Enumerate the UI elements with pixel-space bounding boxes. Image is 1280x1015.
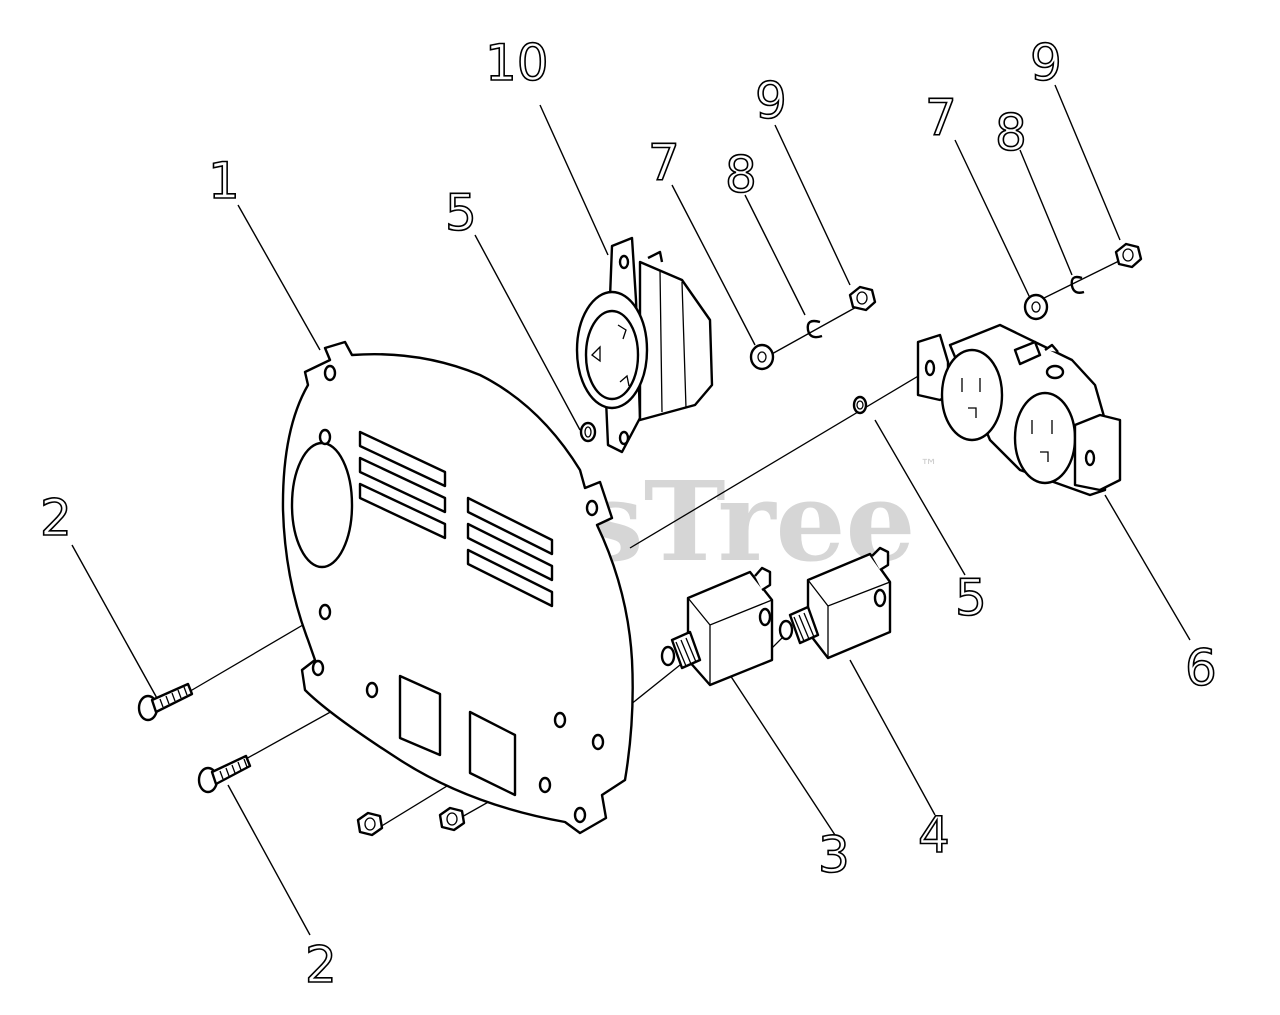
plate-hole bbox=[318, 428, 332, 446]
plate-hole bbox=[585, 499, 599, 517]
leader-3 bbox=[729, 674, 836, 836]
leader-lines bbox=[71, 84, 1191, 936]
axis-twistlock-hw bbox=[769, 304, 861, 356]
plate-hole bbox=[323, 364, 337, 382]
flat-washer-7a bbox=[749, 343, 775, 371]
callout-2: 2 bbox=[40, 489, 72, 547]
plate-hole bbox=[591, 733, 605, 751]
clip-8b bbox=[1070, 275, 1085, 294]
vent-slots-left bbox=[358, 430, 447, 540]
duplex-outlet bbox=[916, 323, 1122, 497]
screw-lower bbox=[197, 754, 252, 794]
lock-washer-5a bbox=[579, 421, 597, 443]
axis-breaker-3 bbox=[629, 664, 681, 706]
leader-7a bbox=[671, 184, 756, 346]
plate-hole bbox=[311, 659, 325, 677]
callout-8: 8 bbox=[995, 104, 1027, 162]
leader-10 bbox=[539, 104, 609, 256]
callout-3: 3 bbox=[818, 826, 850, 884]
leader-7b bbox=[954, 139, 1031, 299]
watermark-trademark: ™ bbox=[920, 456, 938, 477]
plate-hole bbox=[365, 681, 379, 699]
axis-duplex-hw bbox=[1039, 257, 1126, 301]
clip-8a bbox=[806, 319, 823, 339]
lock-washer-5b bbox=[852, 395, 868, 415]
leader-1 bbox=[237, 204, 321, 351]
vent-slots-right bbox=[466, 496, 554, 608]
hex-nut-9b bbox=[1114, 242, 1143, 269]
leader-5b bbox=[874, 419, 966, 576]
screw-upper bbox=[137, 682, 194, 722]
callout-7: 7 bbox=[925, 89, 957, 147]
leader-2a bbox=[71, 544, 159, 701]
leader-9a bbox=[774, 124, 851, 286]
hex-nut-right bbox=[438, 806, 466, 832]
circuit-breaker-4 bbox=[778, 546, 892, 660]
callout-1: 1 bbox=[208, 152, 240, 210]
control-panel-plate bbox=[281, 340, 634, 835]
callout-9: 9 bbox=[755, 72, 787, 130]
hex-nut-left bbox=[356, 811, 384, 837]
callout-4: 4 bbox=[918, 806, 950, 864]
flat-washer-7b bbox=[1023, 293, 1049, 321]
leader-8b bbox=[1019, 149, 1073, 276]
leader-4 bbox=[849, 659, 936, 816]
leader-8a bbox=[744, 194, 806, 316]
callout-2: 2 bbox=[305, 936, 337, 994]
leader-2b bbox=[227, 784, 311, 936]
plate-round-cutout bbox=[290, 441, 354, 569]
leader-9b bbox=[1054, 84, 1121, 241]
axis-outlet-duplex bbox=[629, 371, 926, 549]
twist-lock-receptacle bbox=[575, 236, 714, 454]
leader-6 bbox=[1104, 494, 1191, 641]
plate-hole bbox=[318, 603, 332, 621]
callout-10: 10 bbox=[485, 34, 549, 92]
callout-5: 5 bbox=[955, 569, 987, 627]
axis-screw-upper bbox=[174, 611, 326, 701]
plate-cutout-left bbox=[398, 674, 442, 757]
hex-nut-9a bbox=[848, 285, 877, 312]
callout-6: 6 bbox=[1185, 639, 1217, 697]
callout-5: 5 bbox=[445, 184, 477, 242]
callout-7: 7 bbox=[648, 134, 680, 192]
plate-cutout-right bbox=[468, 710, 517, 797]
plate-hole bbox=[538, 776, 552, 794]
circuit-breaker-3 bbox=[660, 566, 774, 687]
leader-5a bbox=[474, 234, 581, 431]
callout-labels: 1 2 2 3 4 5 5 6 7 7 8 8 9 9 10 bbox=[39, 33, 1217, 995]
plate-hole bbox=[573, 806, 587, 824]
plate-hole bbox=[553, 711, 567, 729]
callout-9: 9 bbox=[1030, 34, 1062, 92]
callout-8: 8 bbox=[725, 146, 757, 204]
